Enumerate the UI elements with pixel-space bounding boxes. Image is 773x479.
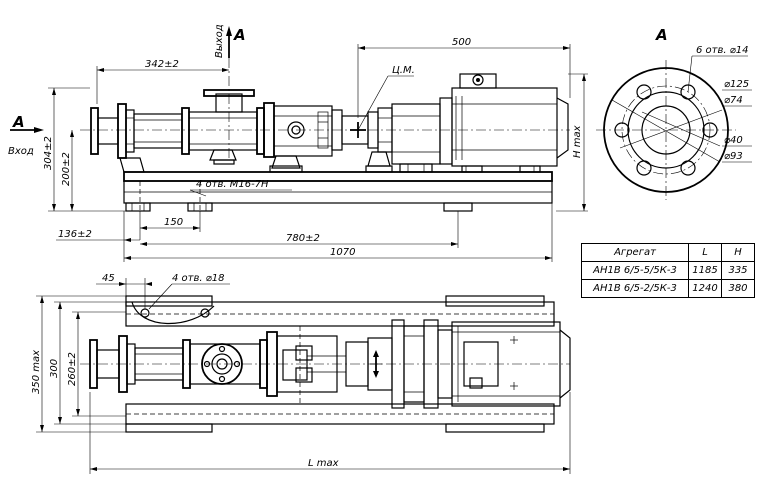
dim-150: 150: [164, 217, 183, 228]
base-hole: [200, 308, 210, 318]
flange-hole: [636, 84, 652, 100]
flange-hole: [702, 122, 718, 138]
inlet-flange: [90, 107, 99, 155]
dim-45: 45: [102, 273, 115, 284]
spec-cell-unit: АН1В 6/5-5/5К-3: [581, 261, 689, 280]
base-frame-top: [123, 171, 553, 182]
dim-780: 780±2: [286, 233, 320, 244]
motor-plan: [451, 321, 561, 407]
view-a-title: A: [655, 26, 668, 44]
outlet-flange-plan: [201, 343, 243, 385]
inlet-label: Вход: [8, 146, 34, 157]
dim-f125: ⌀125: [724, 79, 749, 90]
dim-260: 260±2: [67, 352, 78, 386]
spec-header-unit: Агрегат: [581, 243, 689, 262]
plan-view-dimensions: [36, 278, 571, 474]
dim-f40: ⌀40: [724, 135, 743, 146]
dim-1070: 1070: [330, 247, 355, 258]
dim-h-max: H max: [572, 125, 583, 158]
flange-hole: [614, 122, 630, 138]
dim-342: 342±2: [145, 59, 179, 70]
center-of-mass-label: Ц.М.: [392, 65, 415, 76]
spec-header-l: L: [688, 243, 722, 262]
spec-cell-l: 1185: [688, 261, 722, 280]
terminal-box: [459, 73, 497, 89]
table-row: АН1В 6/5-2/5К-3 1240 380: [581, 279, 755, 298]
plan-view: [80, 295, 571, 433]
foundation-holes-label: 4 отв. М16-7H: [196, 179, 269, 190]
dim-200: 200±2: [61, 152, 72, 186]
dim-304: 304±2: [43, 136, 54, 170]
dim-500: 500: [452, 37, 471, 48]
bearing-bolt: [287, 121, 305, 139]
spec-header-h: H: [721, 243, 755, 262]
dim-300: 300: [49, 359, 60, 378]
flange-hole: [636, 160, 652, 176]
outlet-label: Выход: [214, 24, 225, 58]
side-view-dimensions: [10, 26, 588, 262]
flange-hole: [680, 160, 696, 176]
table-row: АН1В 6/5-5/5К-3 1185 335: [581, 261, 755, 280]
dim-l-max: L max: [308, 458, 339, 469]
stator-tube: [133, 113, 183, 149]
flange-holes-label: 6 отв. ⌀14: [696, 45, 748, 56]
bearing-housing: [273, 105, 333, 157]
flange-view-a: [596, 55, 752, 200]
dim-350-max: 350 max: [31, 350, 42, 394]
base-foot-left: [125, 202, 151, 212]
side-view: [80, 40, 570, 212]
flange-hole: [680, 84, 696, 100]
view-marker-left: A: [12, 113, 25, 131]
motor: [451, 87, 558, 167]
spec-cell-h: 380: [721, 279, 755, 298]
spec-cell-unit: АН1В 6/5-2/5К-3: [581, 279, 689, 298]
spec-cell-l: 1240: [688, 279, 722, 298]
base-foot-right: [443, 202, 473, 212]
spec-table: Агрегат L H АН1В 6/5-5/5К-3 1185 335 АН1…: [581, 243, 755, 298]
dim-136: 136±2: [58, 229, 92, 240]
gearbox: [391, 103, 441, 165]
dim-f93: ⌀93: [724, 151, 743, 162]
base-holes-label: 4 отв. ⌀18: [172, 273, 224, 284]
view-marker-top: A: [233, 26, 246, 44]
spec-table-header: Агрегат L H: [581, 243, 755, 262]
spec-cell-h: 335: [721, 261, 755, 280]
dim-f74: ⌀74: [724, 95, 743, 106]
